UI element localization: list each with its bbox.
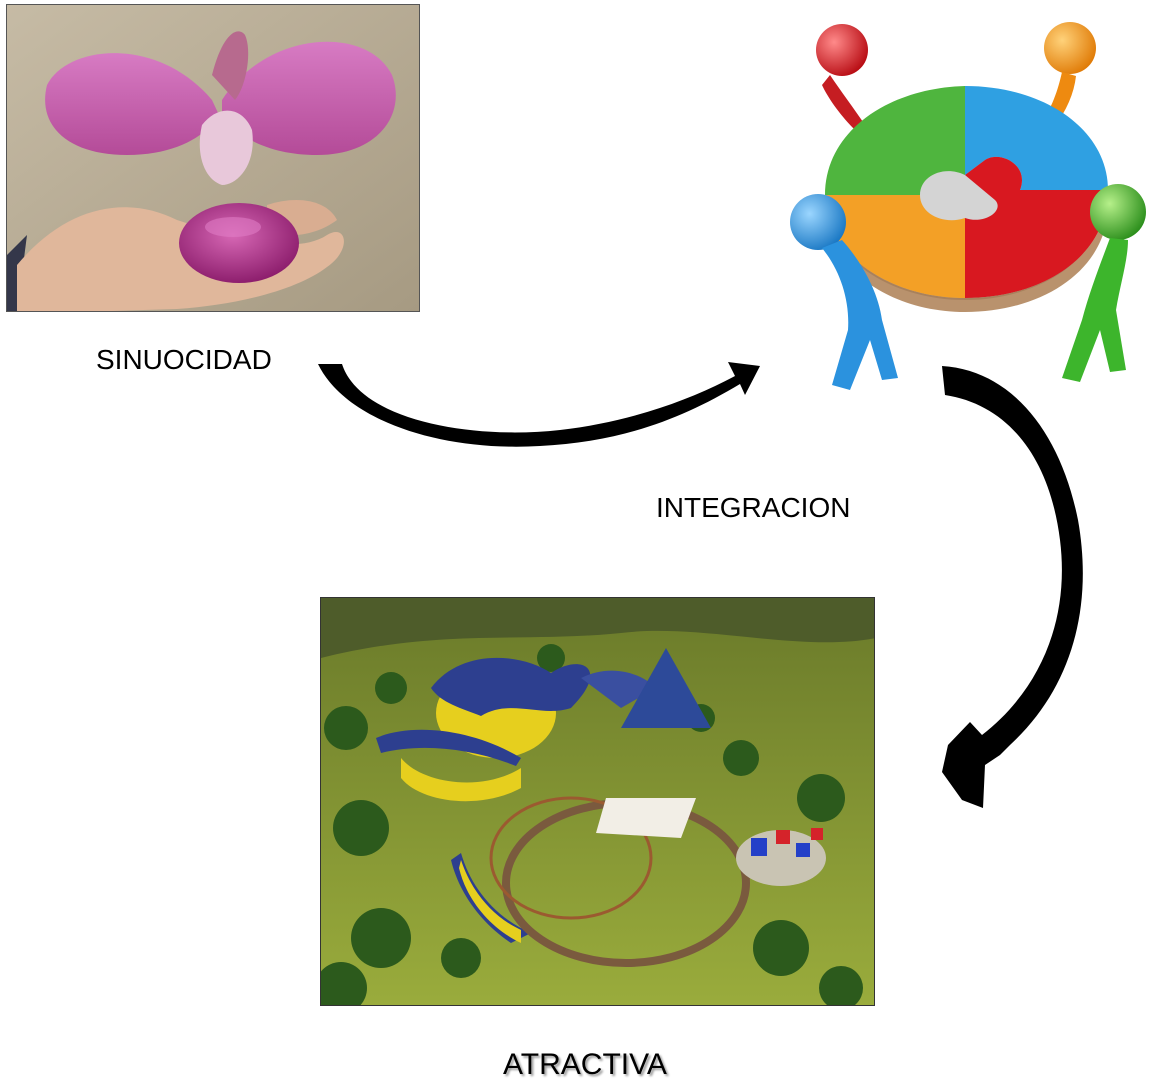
puzzle-team-figures bbox=[770, 0, 1159, 400]
label-sinuocidad: SINUOCIDAD bbox=[96, 344, 272, 375]
park-3d-render bbox=[320, 597, 875, 1006]
label-integracion: INTEGRACION bbox=[656, 492, 851, 523]
orchid-photo bbox=[6, 4, 420, 312]
arrow-sinuocidad-to-integracion bbox=[318, 362, 760, 447]
arrow-integracion-to-atractiva bbox=[942, 366, 1083, 808]
label-atractiva: ATRACTIVA bbox=[503, 1048, 667, 1081]
